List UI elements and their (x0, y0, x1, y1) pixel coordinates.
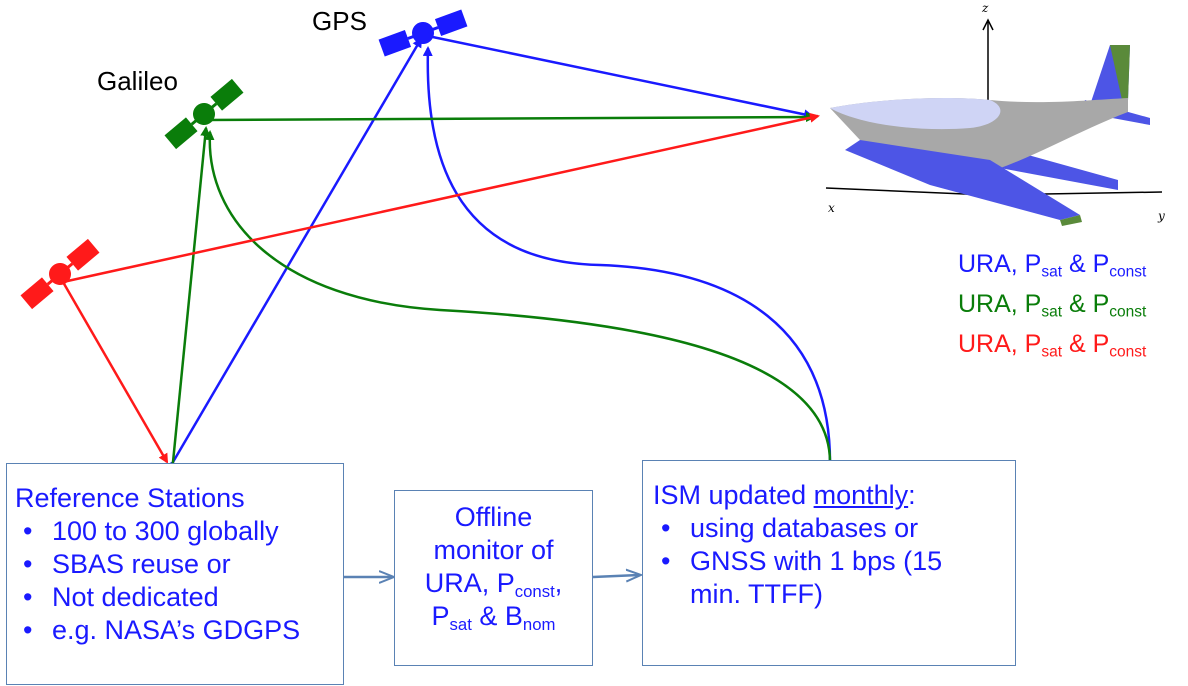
aircraft-illustration (825, 18, 1163, 226)
red-satellite-icon (20, 238, 100, 310)
broadcast-row-red: URA, Psat & Pconst (958, 330, 1147, 361)
reference-stations-box: Reference Stations 100 to 300 globally S… (6, 463, 344, 685)
z-axis-label: z (981, 1, 989, 15)
gps-satellite-icon (378, 9, 468, 57)
broadcast-parameters: URA, Psat & Pconst URA, Psat & Pconst UR… (958, 244, 1146, 364)
offline-to-ism-arrow (592, 575, 640, 577)
galileo-to-reference-arrow (167, 126, 211, 471)
x-axis (825, 187, 989, 196)
list-item: e.g. NASA’s GDGPS (15, 614, 343, 647)
gps-to-reference-arrow (164, 37, 423, 472)
broadcast-row-gps: URA, Psat & Pconst (958, 250, 1147, 281)
ism-to-gps-curve (422, 46, 832, 463)
list-item: min. TTFF) (690, 579, 823, 609)
galileo-satellite-icon (164, 78, 244, 150)
broadcast-row-galileo: URA, Psat & Pconst (958, 290, 1147, 321)
reference-stations-title: Reference Stations (15, 483, 245, 513)
galileo-to-aircraft-arrow (204, 112, 816, 123)
list-item: using databases or (653, 512, 1015, 545)
ism-update-box: ISM updated monthly: using databases or … (642, 460, 1016, 666)
offline-monitor-box: Offline monitor of URA, Pconst, Psat & B… (394, 490, 593, 666)
gps-label: GPS (312, 6, 367, 36)
list-item: GNSS with 1 bps (15 (653, 545, 1015, 578)
ism-to-galileo-curve (204, 130, 832, 463)
list-item: 100 to 300 globally (15, 515, 343, 548)
y-axis-label: y (1157, 209, 1165, 223)
x-axis-label: x (828, 201, 835, 215)
red-sat-to-reference-arrow (61, 281, 169, 464)
left-wing (845, 140, 1080, 220)
list-item: Not dedicated (15, 581, 343, 614)
right-wing (1000, 150, 1118, 190)
red-sat-to-aircraft-arrow (62, 112, 820, 284)
galileo-label: Galileo (97, 66, 178, 96)
gps-to-aircraft-arrow (422, 33, 814, 120)
ism-title: ISM updated monthly: (653, 480, 916, 510)
list-item: SBAS reuse or (15, 548, 343, 581)
